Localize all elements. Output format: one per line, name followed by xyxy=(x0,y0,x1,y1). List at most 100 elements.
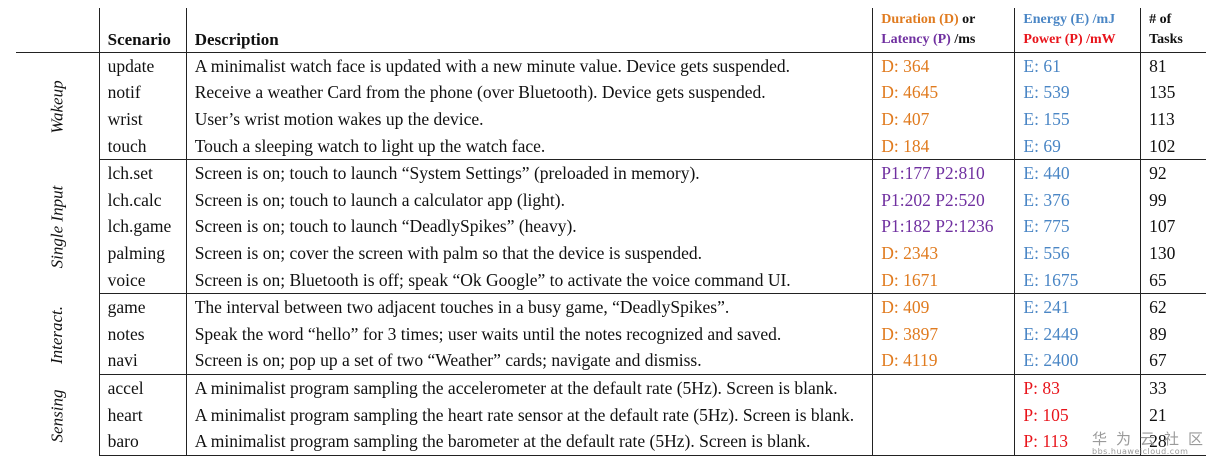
header-energy-power: Energy (E) /mJ Power (P) /mW xyxy=(1014,8,1142,53)
description-cell: Screen is on; pop up a set of two “Weath… xyxy=(186,347,874,376)
scenario-cell: update xyxy=(99,52,187,80)
duration-latency-cell: D: 407 xyxy=(872,106,1016,133)
energy-power-cell: P: 83 xyxy=(1014,374,1142,402)
tasks-cell: 102 xyxy=(1140,132,1206,161)
duration-latency-cell: D: 3897 xyxy=(872,320,1016,348)
description-cell: A minimalist program sampling the accele… xyxy=(186,374,874,402)
description-cell: User’s wrist motion wakes up the device. xyxy=(186,106,874,133)
duration-latency-cell xyxy=(872,374,1016,402)
scenario-cell: lch.set xyxy=(99,159,187,187)
scenario-cell: notif xyxy=(99,79,187,107)
category-cell: Wakeup xyxy=(16,52,100,160)
category-cell: Single Input xyxy=(16,159,100,294)
watermark-sub: bbs.huaweicloud.com xyxy=(1092,447,1189,456)
tasks-cell: 99 xyxy=(1149,189,1167,210)
duration-latency-cell: D: 184 xyxy=(872,132,1016,161)
scenario-cell: accel xyxy=(99,374,187,402)
header-duration-latency: Duration (D) or Latency (P) /ms xyxy=(872,8,1016,53)
duration-latency-cell: P1:177 P2:810 xyxy=(872,159,1016,187)
energy-power-cell: E: 440 xyxy=(1014,159,1142,187)
duration-latency-cell: D: 4119 xyxy=(872,347,1016,376)
duration-latency-cell xyxy=(872,428,1016,456)
duration-latency-cell: P1:202 P2:520 xyxy=(872,186,1016,214)
scenario-cell: notes xyxy=(99,320,187,348)
energy-power-cell: P: 113 xyxy=(1014,428,1142,456)
description-cell: Screen is on; Bluetooth is off; speak “O… xyxy=(186,266,874,295)
tasks-cell: 21 xyxy=(1149,404,1167,425)
energy-power-cell: E: 539 xyxy=(1014,79,1142,107)
duration-latency-cell: D: 364 xyxy=(872,52,1016,80)
category-label: Wakeup xyxy=(47,80,67,134)
description-cell: Screen is on; touch to launch a calculat… xyxy=(186,186,874,214)
energy-power-cell: E: 155 xyxy=(1014,106,1142,133)
description-cell: Speak the word “hello” for 3 times; user… xyxy=(186,320,874,348)
duration-latency-cell: D: 1671 xyxy=(872,266,1016,295)
tasks-cell: 107 xyxy=(1149,216,1176,237)
description-cell: Screen is on; touch to launch “System Se… xyxy=(186,159,874,187)
header-latency: Latency (P) xyxy=(881,32,951,47)
description-cell: A minimalist program sampling the heart … xyxy=(186,401,874,429)
energy-power-cell: E: 376 xyxy=(1014,186,1142,214)
energy-power-cell: E: 556 xyxy=(1014,240,1142,267)
duration-latency-cell: D: 2343 xyxy=(872,240,1016,267)
duration-latency-cell: D: 4645 xyxy=(872,79,1016,107)
energy-power-cell: E: 61 xyxy=(1014,52,1142,80)
tasks-cell: 113 xyxy=(1149,108,1175,129)
category-label: Interact. xyxy=(47,305,67,364)
energy-power-cell: E: 2449 xyxy=(1014,320,1142,348)
description-cell: Screen is on; touch to launch “DeadlySpi… xyxy=(186,213,874,241)
duration-latency-cell xyxy=(872,401,1016,429)
header-tasks-line1: # of xyxy=(1149,12,1172,27)
energy-power-cell: E: 69 xyxy=(1014,132,1142,161)
tasks-cell: 81 xyxy=(1149,55,1167,76)
category-label: Sensing xyxy=(47,389,67,442)
tasks-cell: 65 xyxy=(1140,266,1206,295)
header-scenario: Scenario xyxy=(99,8,187,53)
energy-power-cell: E: 241 xyxy=(1014,293,1142,321)
scenario-cell: game xyxy=(99,293,187,321)
watermark: 华为云社区 bbs.huaweicloud.com xyxy=(1092,428,1212,456)
scenario-cell: lch.game xyxy=(99,213,187,241)
header-tasks: # of Tasks xyxy=(1140,8,1206,53)
scenario-cell: touch xyxy=(99,132,187,161)
tasks-cell: 89 xyxy=(1149,323,1167,344)
scenario-cell: wrist xyxy=(99,106,187,133)
tasks-cell: 28 xyxy=(1140,428,1206,456)
scenario-cell: lch.calc xyxy=(99,186,187,214)
header-row: Scenario Description Duration (D) or Lat… xyxy=(16,8,1206,53)
description-cell: A minimalist program sampling the barome… xyxy=(186,428,874,456)
header-energy: Energy (E) /mJ xyxy=(1023,12,1116,27)
tasks-cell: 92 xyxy=(1149,163,1167,184)
header-power: Power (P) /mW xyxy=(1023,32,1116,47)
scenario-cell: navi xyxy=(99,347,187,376)
description-cell: Screen is on; cover the screen with palm… xyxy=(186,240,874,267)
energy-power-cell: E: 2400 xyxy=(1014,347,1142,376)
duration-latency-cell: D: 409 xyxy=(872,293,1016,321)
header-duration: Duration (D) xyxy=(881,12,959,27)
energy-power-cell: E: 775 xyxy=(1014,213,1142,241)
description-cell: Receive a weather Card from the phone (o… xyxy=(186,79,874,107)
energy-power-cell: E: 1675 xyxy=(1014,266,1142,295)
scenario-cell: baro xyxy=(99,428,187,456)
header-category xyxy=(16,8,100,53)
tasks-cell: 62 xyxy=(1149,297,1167,318)
scenario-cell: voice xyxy=(99,266,187,295)
description-cell: A minimalist watch face is updated with … xyxy=(186,52,874,80)
tasks-cell: 33 xyxy=(1149,377,1167,398)
duration-latency-cell: P1:182 P2:1236 xyxy=(872,213,1016,241)
